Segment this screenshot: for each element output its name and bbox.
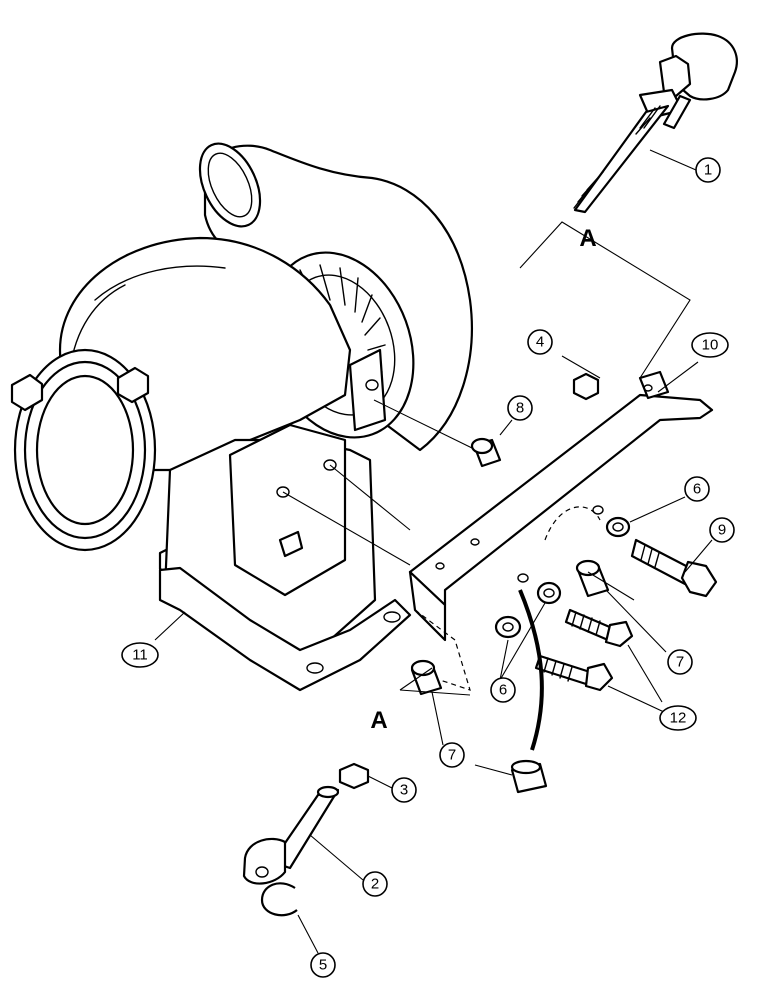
reference-letter-a-top: A bbox=[579, 225, 596, 252]
svg-text:1: 1 bbox=[704, 162, 712, 179]
hex-nut-4 bbox=[572, 372, 600, 401]
callout-9: 9 bbox=[709, 517, 735, 543]
wastegate-actuator bbox=[573, 32, 738, 214]
callout-5: 5 bbox=[310, 952, 336, 978]
callout-6-bottom: 6 bbox=[490, 677, 516, 703]
rod-end-2 bbox=[242, 785, 340, 885]
spacer-7-left bbox=[410, 659, 443, 696]
callout-10: 10 bbox=[691, 332, 729, 358]
svg-text:9: 9 bbox=[718, 522, 726, 539]
turbocharger-assembly bbox=[10, 142, 473, 692]
washer-6-c bbox=[494, 615, 522, 639]
svg-text:3: 3 bbox=[400, 782, 408, 799]
spacer-8 bbox=[470, 437, 502, 468]
callout-2: 2 bbox=[362, 871, 388, 897]
callout-11: 11 bbox=[121, 642, 159, 668]
callout-4: 4 bbox=[527, 329, 553, 355]
spacer-7-bottom bbox=[510, 759, 548, 794]
svg-text:4: 4 bbox=[536, 334, 544, 351]
svg-text:7: 7 bbox=[676, 654, 684, 671]
svg-text:6: 6 bbox=[693, 481, 701, 498]
reference-letter-a-bottom: A bbox=[370, 707, 387, 734]
adjusting-screw-12-lower bbox=[534, 654, 614, 692]
svg-text:12: 12 bbox=[670, 710, 687, 727]
svg-text:11: 11 bbox=[132, 647, 148, 664]
callout-7-right: 7 bbox=[667, 649, 693, 675]
svg-text:10: 10 bbox=[702, 337, 719, 354]
washer-6-a bbox=[605, 516, 631, 538]
callout-7-left: 7 bbox=[439, 742, 465, 768]
e-clip-5 bbox=[260, 882, 298, 917]
callout-8: 8 bbox=[507, 395, 533, 421]
callout-12: 12 bbox=[659, 705, 697, 731]
bracket-arm bbox=[408, 370, 714, 691]
jam-nut-3 bbox=[338, 762, 370, 790]
svg-text:8: 8 bbox=[516, 400, 524, 417]
svg-text:6: 6 bbox=[499, 682, 507, 699]
curved-rod bbox=[518, 589, 544, 751]
callout-3: 3 bbox=[391, 777, 417, 803]
svg-text:5: 5 bbox=[319, 957, 327, 974]
callout-1: 1 bbox=[695, 157, 721, 183]
cap-screw-9 bbox=[630, 538, 718, 598]
adjusting-screw-12-upper bbox=[564, 608, 634, 648]
svg-text:2: 2 bbox=[371, 876, 379, 893]
spacer-7-right bbox=[575, 559, 610, 598]
callout-6-right: 6 bbox=[684, 476, 710, 502]
svg-text:7: 7 bbox=[448, 747, 456, 764]
leader-lines bbox=[154, 149, 713, 954]
washer-6-b bbox=[536, 581, 562, 605]
callout-7-bottom: 7 bbox=[448, 747, 456, 764]
